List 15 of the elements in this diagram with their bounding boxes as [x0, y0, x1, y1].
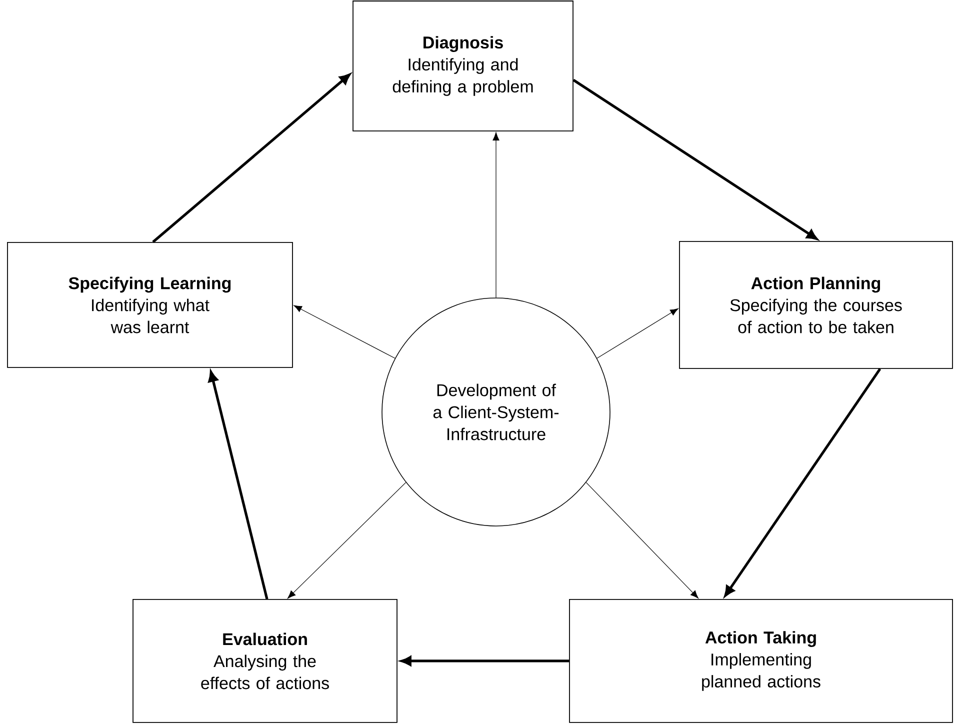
arrow [288, 482, 406, 598]
arrow [152, 74, 350, 244]
arrow [294, 305, 396, 359]
process-box: Specifying Learning Identifying what was learnt [7, 242, 293, 368]
arrow [596, 308, 678, 359]
process-box: Action Planning Specifying the courses of action to be taken [679, 241, 953, 369]
arrow [400, 656, 570, 666]
arrow [572, 78, 818, 240]
arrow [492, 132, 500, 298]
process-box: Diagnosis Identifying and defining a problem [352, 0, 574, 132]
arrow [208, 371, 268, 600]
arrow [724, 368, 882, 596]
process-box: Action Taking Implementing planned actions [569, 599, 953, 723]
arrow [586, 482, 698, 598]
process-box: Evaluation Analysing the effects of actions [132, 599, 398, 723]
